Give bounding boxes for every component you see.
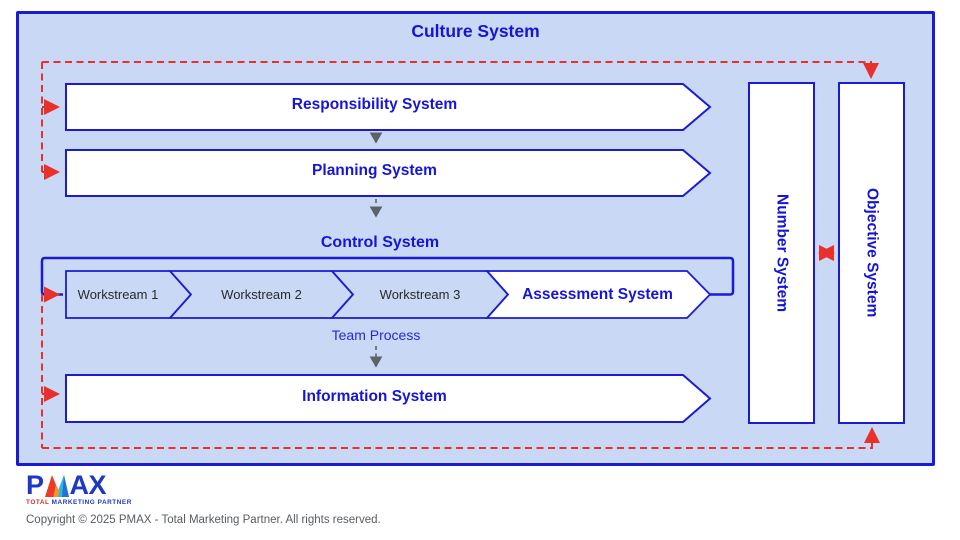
- information-system-label: Information System: [302, 388, 447, 405]
- responsibility-system-label: Responsibility System: [291, 96, 458, 113]
- team-process-label: Team Process: [331, 327, 421, 343]
- pmax-logo-letters-ax: AX: [69, 470, 107, 500]
- diagram-title: Culture System: [411, 21, 540, 41]
- assessment-system-label: Assessment System: [522, 286, 673, 303]
- copyright-text: Copyright © 2025 PMAX - Total Marketing …: [26, 514, 381, 526]
- pmax-flame-m-icon: [44, 475, 69, 497]
- pmax-logo-tagline: TOTAL MARKETING PARTNER: [26, 499, 132, 506]
- tagline-word-total: TOTAL: [26, 499, 50, 506]
- pmax-logo: P AX TOTAL MARKETING PARTNER: [26, 470, 132, 507]
- workstream-2-label: Workstream 2: [221, 287, 302, 302]
- pmax-logo-word: P AX: [26, 470, 132, 500]
- tagline-rest: MARKETING PARTNER: [51, 499, 132, 506]
- workstream-1-label: Workstream 1: [77, 287, 159, 302]
- planning-system-label: Planning System: [312, 162, 437, 179]
- workstream-3-label: Workstream 3: [379, 287, 461, 302]
- control-system-label: Control System: [320, 234, 440, 251]
- pmax-logo-letter-p: P: [26, 470, 44, 500]
- objective-system-label: Objective System: [863, 188, 881, 318]
- number-system-label: Number System: [773, 193, 791, 312]
